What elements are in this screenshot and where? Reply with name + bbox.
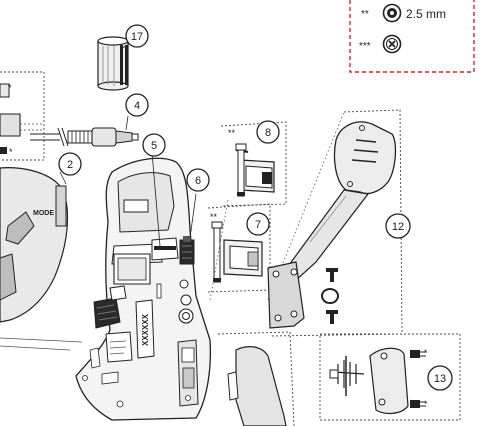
part-13-latch: * * <box>319 333 461 421</box>
callout-6: 6 <box>186 168 210 192</box>
part-1-fragment: * * <box>0 71 45 161</box>
bottom-panel-fragment <box>217 331 295 426</box>
svg-text:4: 4 <box>134 100 140 112</box>
part-13-star-bottom: * <box>424 399 428 409</box>
svg-text:17: 17 <box>131 31 143 43</box>
part-12-arm <box>267 109 403 337</box>
serial-label: XXXXXX <box>141 313 150 346</box>
callout-4: 4 <box>125 93 149 117</box>
part-5-main-frame: XXXXXX <box>75 157 212 421</box>
svg-text:8: 8 <box>265 127 271 139</box>
callout-2: 2 <box>58 152 82 176</box>
callout-5: 5 <box>142 133 166 157</box>
part-4-connector <box>30 127 139 147</box>
callout-17: 17 <box>125 24 149 48</box>
callout-8: 8 <box>256 120 280 144</box>
callout-13: 13 <box>427 365 453 391</box>
flat-screw-head-icon <box>382 3 402 23</box>
part-17-knob <box>97 36 129 91</box>
legend-screw-size: 2.5 mm <box>406 7 446 21</box>
part-2-mode-grip: MODE <box>0 167 69 323</box>
svg-text:7: 7 <box>255 219 261 231</box>
screw-legend: ** 2.5 mm *** <box>349 0 475 73</box>
part-13-star-top: * <box>424 348 428 358</box>
svg-text:5: 5 <box>151 140 157 152</box>
part-6-switch <box>179 236 195 265</box>
part-7-star: ** <box>210 212 218 222</box>
part-1-star-bottom: * <box>9 147 13 157</box>
cross-screw-head-icon <box>382 34 402 54</box>
mode-label: MODE <box>33 210 54 217</box>
part-8-bracket: ** <box>220 121 287 207</box>
svg-text:6: 6 <box>195 175 201 187</box>
svg-text:12: 12 <box>392 221 404 233</box>
callout-12: 12 <box>385 213 411 239</box>
legend-marker-flat: ** <box>361 9 369 20</box>
part-1-star-top: * <box>8 83 12 93</box>
part-8-star: ** <box>228 128 236 138</box>
svg-text:2: 2 <box>67 159 73 171</box>
callout-7: 7 <box>246 212 270 236</box>
svg-text:13: 13 <box>434 373 446 385</box>
legend-marker-cross: *** <box>359 41 371 52</box>
